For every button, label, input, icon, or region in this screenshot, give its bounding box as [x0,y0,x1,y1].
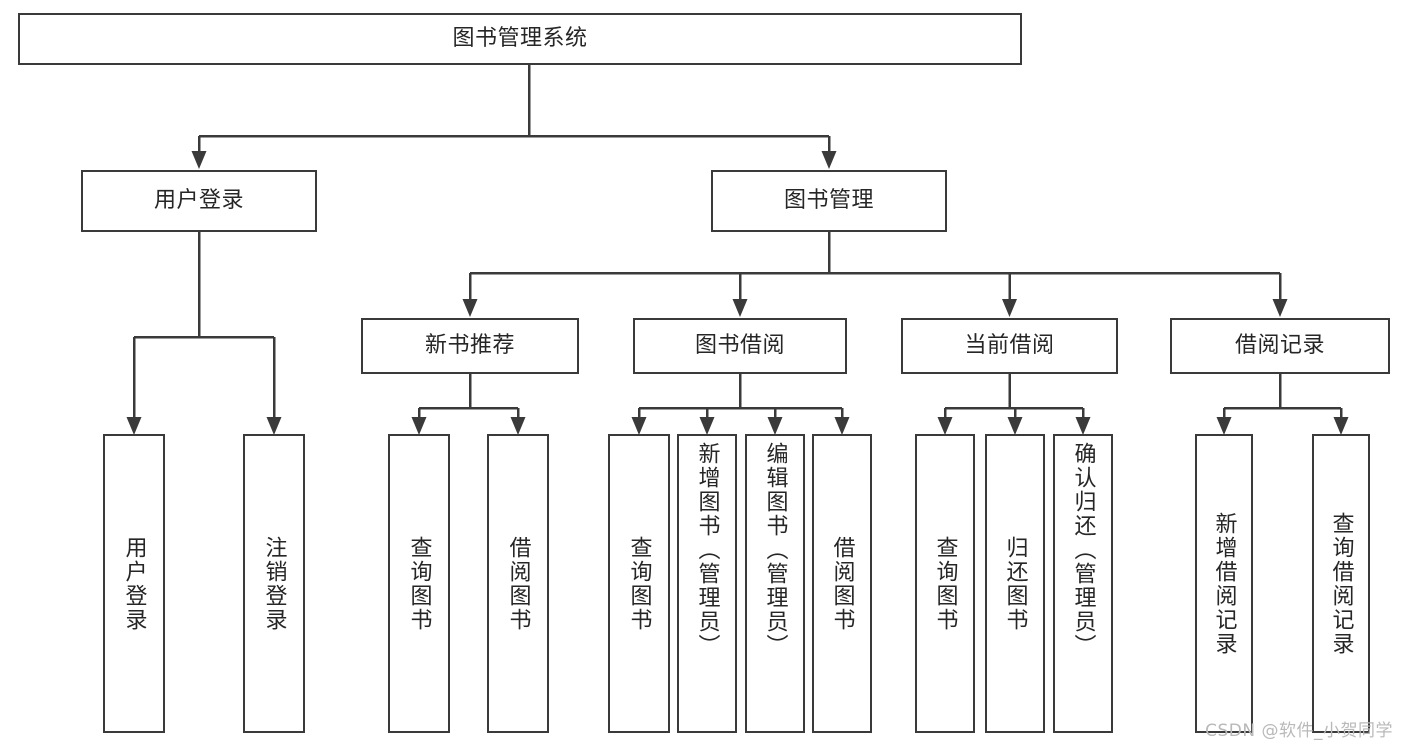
node-leaf-add-record[interactable]: 新增借阅记录 [1195,434,1253,733]
node-leaf-confirm-return[interactable]: 确认归还（管理员） [1053,434,1113,733]
node-leaf-edit-book-label: 编辑图书（管理员） [762,442,788,658]
node-root-label: 图书管理系统 [452,26,588,52]
node-leaf-query-book-3[interactable]: 查询图书 [915,434,975,733]
node-book-borrow-label: 图书借阅 [694,333,785,359]
node-leaf-query-record[interactable]: 查询借阅记录 [1312,434,1370,733]
node-leaf-query-record-label: 查询借阅记录 [1328,511,1354,656]
node-leaf-query-book-2-label: 查询图书 [626,535,652,632]
node-leaf-query-book-3-label: 查询图书 [932,535,958,632]
node-book-manage-label: 图书管理 [783,188,874,214]
node-borrow-record[interactable]: 借阅记录 [1170,318,1390,374]
node-borrow-record-label: 借阅记录 [1234,333,1325,359]
node-leaf-logout-label: 注销登录 [261,535,287,632]
node-leaf-return-book-label: 归还图书 [1002,535,1028,632]
node-new-book-recommend-label: 新书推荐 [424,333,515,359]
node-leaf-query-book-2[interactable]: 查询图书 [608,434,670,733]
node-leaf-user-login[interactable]: 用户登录 [103,434,165,733]
node-current-borrow[interactable]: 当前借阅 [901,318,1118,374]
node-leaf-borrow-book-2[interactable]: 借阅图书 [812,434,872,733]
node-book-manage[interactable]: 图书管理 [711,170,947,232]
node-book-borrow[interactable]: 图书借阅 [633,318,847,374]
node-leaf-edit-book[interactable]: 编辑图书（管理员） [745,434,805,733]
node-leaf-query-book-1-label: 查询图书 [406,535,432,632]
node-root-system[interactable]: 图书管理系统 [18,13,1022,65]
node-leaf-add-book[interactable]: 新增图书（管理员） [677,434,737,733]
node-user-login[interactable]: 用户登录 [81,170,317,232]
node-leaf-logout[interactable]: 注销登录 [243,434,305,733]
node-leaf-add-record-label: 新增借阅记录 [1211,511,1237,656]
node-leaf-add-book-label: 新增图书（管理员） [694,442,720,658]
node-leaf-borrow-book-2-label: 借阅图书 [829,535,855,632]
node-current-borrow-label: 当前借阅 [964,333,1055,359]
node-leaf-confirm-return-label: 确认归还（管理员） [1070,442,1096,658]
node-leaf-borrow-book-1-label: 借阅图书 [505,535,531,632]
node-leaf-return-book[interactable]: 归还图书 [985,434,1045,733]
node-leaf-borrow-book-1[interactable]: 借阅图书 [487,434,549,733]
node-leaf-query-book-1[interactable]: 查询图书 [388,434,450,733]
node-user-login-label: 用户登录 [153,188,244,214]
node-leaf-user-login-label: 用户登录 [121,535,147,632]
node-new-book-recommend[interactable]: 新书推荐 [361,318,579,374]
